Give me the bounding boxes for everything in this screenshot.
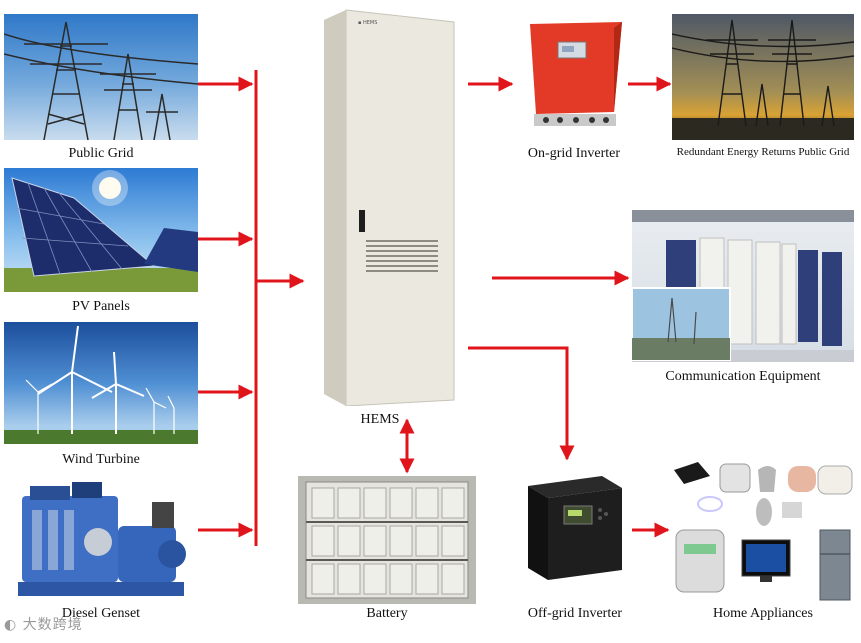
svg-text:▪ HEMS: ▪ HEMS — [358, 20, 377, 26]
hems-label: HEMS — [360, 412, 400, 427]
battery-bank-image — [298, 476, 476, 604]
watermark: ◐ 大数跨境 — [4, 614, 83, 634]
communication-equipment-label: Communication Equipment — [665, 369, 821, 384]
public-grid-label: Public Grid — [68, 146, 134, 161]
wind-turbine-label: Wind Turbine — [62, 452, 140, 467]
diesel-genset-label: Diesel Genset — [61, 606, 141, 621]
watermark-text: 大数跨境 — [22, 617, 83, 633]
public-grid-image — [4, 14, 198, 140]
redundant-grid-image — [672, 14, 854, 140]
pv-panels-image — [4, 168, 198, 292]
wind-turbine-image — [4, 322, 198, 444]
arrow-hems-to-offgrid — [468, 346, 575, 461]
battery-label: Battery — [366, 606, 408, 621]
home-appliances-label: Home Appliances — [713, 606, 813, 621]
diesel-genset-image — [12, 478, 190, 604]
pv-panels-label: PV Panels — [72, 299, 130, 314]
hems-cabinet-image: ▪ HEMS — [314, 8, 464, 406]
redundant-grid-label: Redundant Energy Returns Public Grid — [676, 146, 850, 158]
watermark-icon: ◐ — [4, 617, 18, 633]
home-appliances-image — [670, 458, 856, 604]
communication-equipment-image — [632, 210, 854, 362]
offgrid-inverter-label: Off-grid Inverter — [527, 606, 623, 621]
ongrid-inverter-label: On-grid Inverter — [527, 146, 621, 161]
ongrid-inverter-image — [526, 18, 624, 134]
offgrid-inverter-image — [522, 472, 626, 584]
